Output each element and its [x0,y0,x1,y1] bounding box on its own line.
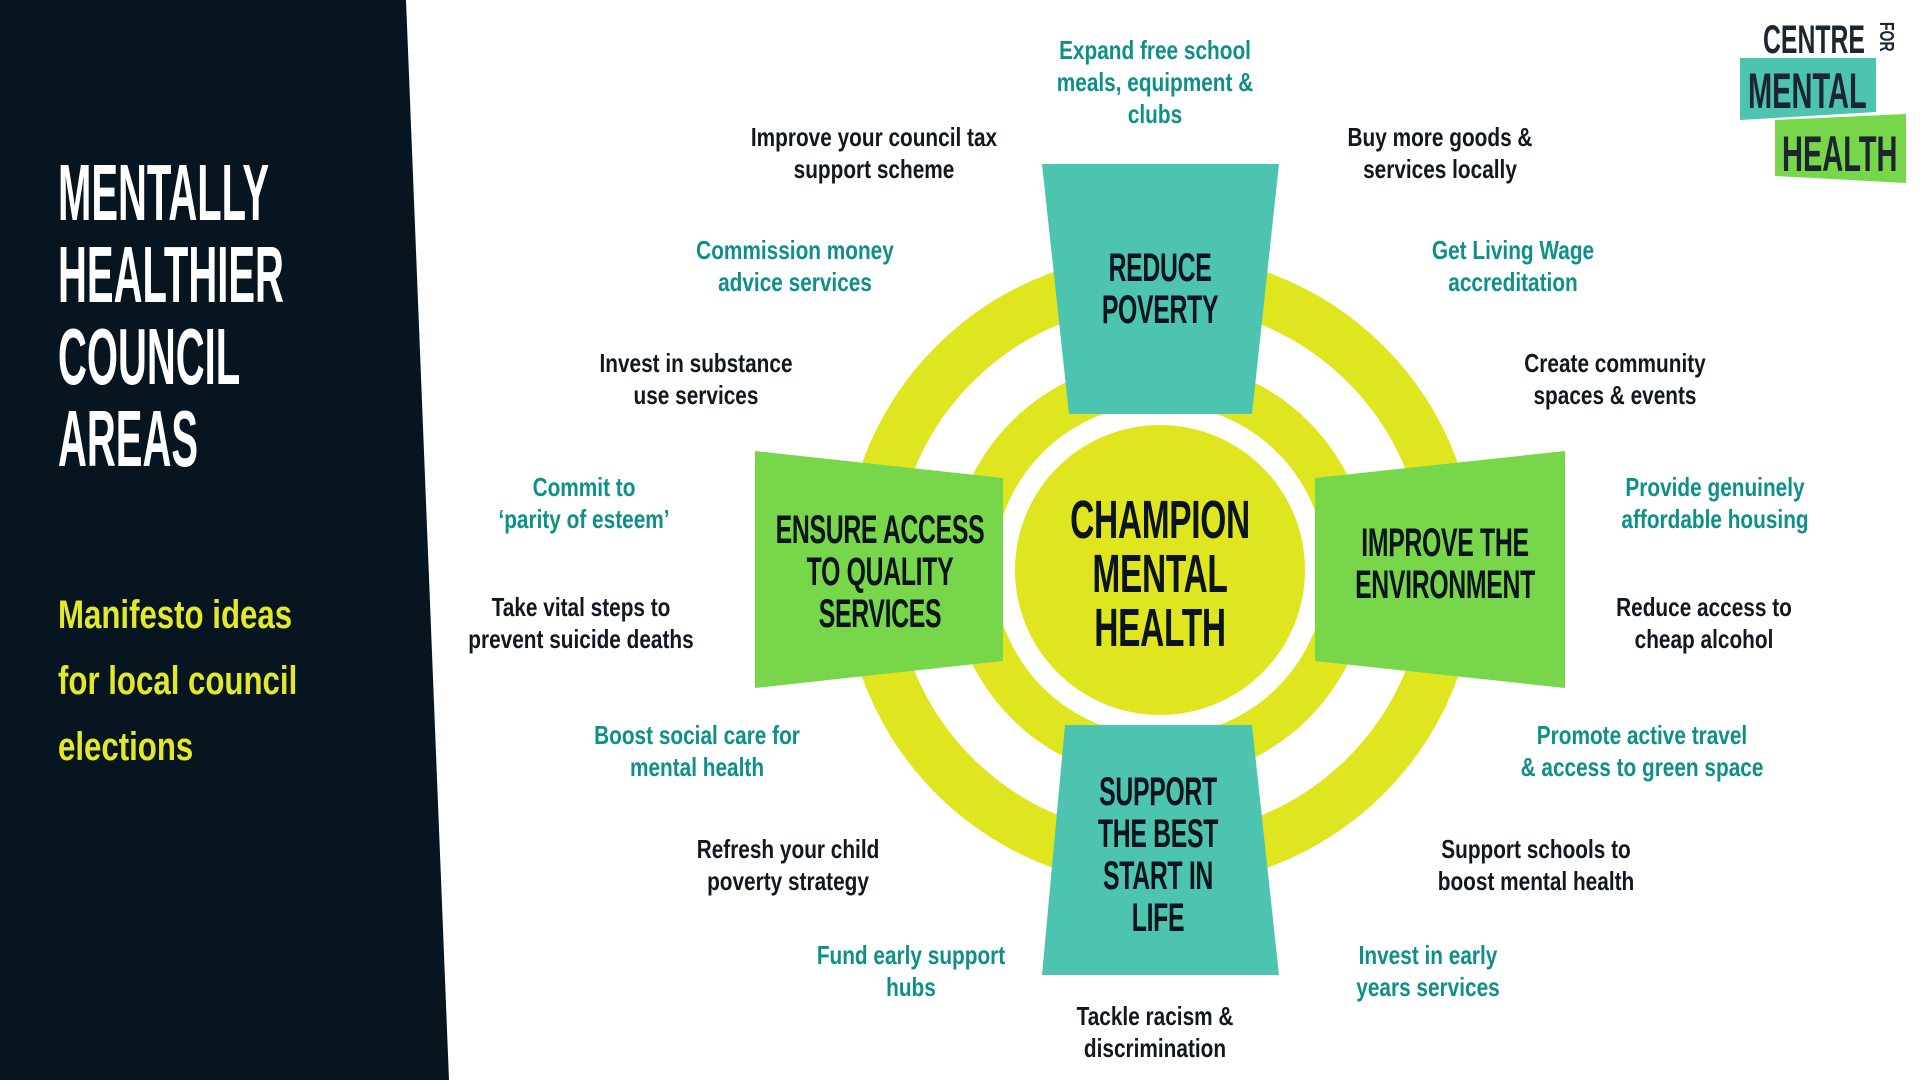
logo [1740,58,1906,183]
pillar-left-label: ENSURE ACCESS TO QUALITY SERVICES [775,508,985,636]
page-subtitle: Manifesto ideas for local council electi… [58,593,298,769]
idea-item: Support schools to boost mental health [1437,834,1635,896]
idea-item: Refresh your child poverty strategy [696,834,880,896]
logo-for: FOR [1875,22,1897,52]
pillar-top-shape [1042,164,1279,414]
left-panel [0,0,449,1080]
idea-item: Promote active travel & access to green … [1520,720,1764,782]
idea-item: Create community spaces & events [1524,348,1706,410]
logo-health: HEALTH [1782,126,1898,182]
pillar-bottom-shape [1042,725,1279,975]
idea-item: Get Living Wage accreditation [1431,235,1595,297]
idea-item: Invest in substance use services [599,348,793,410]
idea-item: Reduce access to cheap alcohol [1616,592,1792,654]
logo-centre: CENTRE [1763,18,1865,62]
logo-mental: MENTAL [1748,63,1867,119]
idea-item: Expand free school meals, equipment & cl… [1056,35,1254,129]
pillar-right-label: IMPROVE THE ENVIRONMENT [1355,521,1535,607]
page-title: MENTALLY HEALTHIER COUNCIL AREAS [58,148,284,483]
pillar-bottom-label: SUPPORT THE BEST START IN LIFE [1097,770,1219,940]
pillar-left-shape [755,451,1003,688]
idea-item: Buy more goods & services locally [1347,122,1533,184]
logo-green-box [1775,114,1906,183]
idea-item: Commission money advice services [696,235,894,297]
idea-item: Provide genuinely affordable housing [1621,472,1809,534]
pillar-right-shape [1315,451,1565,688]
logo-teal-box [1740,58,1876,120]
idea-item: Boost social care for mental health [594,720,800,782]
idea-item: Improve your council tax support scheme [750,122,998,184]
center-circle [1015,425,1305,715]
center-label: CHAMPION MENTAL HEALTH [1070,490,1250,658]
idea-item: Fund early support hubs [816,940,1006,1002]
idea-item: Tackle racism & discrimination [1076,1001,1234,1063]
idea-item: Invest in early years services [1356,940,1500,1002]
pillar-top-label: REDUCE POVERTY [1101,246,1219,332]
idea-item: Commit to ‘parity of esteem’ [498,472,670,534]
idea-item: Take vital steps to prevent suicide deat… [468,592,694,654]
